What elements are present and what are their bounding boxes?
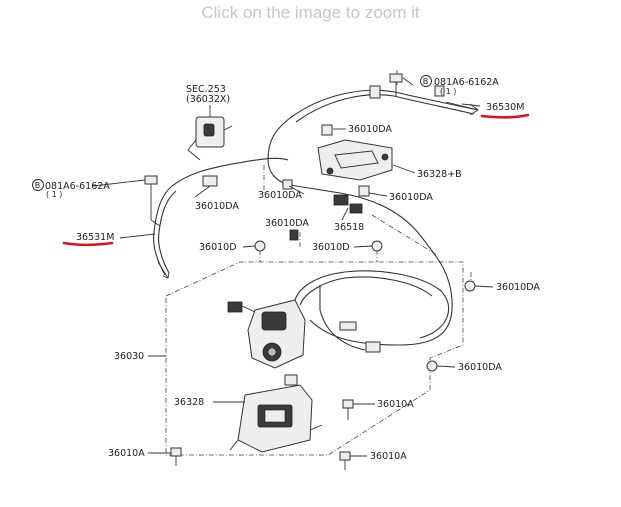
cable-36530m-sheath <box>295 94 475 123</box>
clip-upper-4[interactable] <box>202 175 218 187</box>
label-clip-center: 36010DA <box>265 218 309 229</box>
label-plate-36328b: 36328+B <box>417 169 462 180</box>
clip-upper-2[interactable] <box>282 179 293 190</box>
clip-center-dark[interactable] <box>289 229 299 241</box>
lower-cable-exit <box>319 285 366 351</box>
cable-36531m-end <box>157 261 170 279</box>
label-bolt-top-qty: ( 1 ) <box>440 87 456 96</box>
clip-upper-3[interactable] <box>358 185 370 197</box>
label-clip-right: 36010DA <box>496 282 540 293</box>
label-clip-mid: 36010DA <box>258 190 302 201</box>
label-clip-right2: 36010DA <box>458 362 502 373</box>
cable-36531m <box>153 157 289 276</box>
svg-text:B: B <box>423 77 429 86</box>
nut-right-bottom[interactable] <box>426 360 438 372</box>
nut-right-top[interactable] <box>464 280 476 292</box>
highlight-underline-36531m <box>62 241 114 247</box>
clip-upper-1[interactable] <box>321 124 333 136</box>
label-part-36518: 36518 <box>334 222 364 233</box>
highlight-underline-36530m <box>480 113 530 119</box>
bolt-symbol-left: B <box>32 179 44 191</box>
label-bolt-left-qty: ( 1 ) <box>46 190 62 199</box>
bolt-symbol-top: B <box>420 75 432 87</box>
bolt-left[interactable] <box>144 175 161 227</box>
cable-36531m-sheath <box>158 190 177 274</box>
nut-left[interactable] <box>254 240 266 252</box>
cable-36530m-end <box>445 101 479 116</box>
zoom-hint: Click on the image to zoom it <box>201 3 420 22</box>
label-cable-36531m: 36531M <box>76 232 114 243</box>
inline-clip[interactable] <box>339 321 381 353</box>
clip-top-right[interactable] <box>369 85 445 99</box>
lower-cable-loop <box>294 270 450 339</box>
assembly-boundary <box>165 261 464 456</box>
actuator-36030[interactable] <box>227 299 306 386</box>
label-nut-left: 36010D <box>199 242 237 253</box>
bolt-top-right[interactable] <box>389 73 403 96</box>
lower-cable-loop-2 <box>299 276 433 306</box>
label-clip-top: 36010DA <box>348 124 392 135</box>
label-bolt-a-right: 36010A <box>377 399 414 410</box>
label-plate-36328: 36328 <box>174 397 204 408</box>
part-36518-clamp[interactable] <box>333 194 363 214</box>
label-assembly-36030: 36030 <box>114 351 144 362</box>
label-bolt-a-left: 36010A <box>108 448 145 459</box>
label-bolt-left: 081A6-6162A <box>45 181 110 192</box>
plate-36328[interactable] <box>229 384 323 453</box>
plate-36328b[interactable] <box>317 139 393 181</box>
label-cable-36530m: 36530M <box>486 102 524 113</box>
label-nut-center: 36010D <box>312 242 350 253</box>
svg-text:B: B <box>35 181 41 190</box>
bolt-lower-right[interactable] <box>342 399 354 420</box>
label-bolt-top: 081A6-6162A <box>434 77 499 88</box>
sec253-bracket[interactable] <box>187 105 233 161</box>
label-sec253-sub: (36032X) <box>186 94 230 105</box>
label-clip-left: 36010DA <box>195 201 239 212</box>
label-bolt-a-bottom: 36010A <box>370 451 407 462</box>
bolt-lower-left[interactable] <box>170 447 182 466</box>
label-clip-mid2: 36010DA <box>389 192 433 203</box>
bolt-lower-bottom[interactable] <box>339 451 351 470</box>
leader-lines <box>92 77 494 457</box>
label-sec253: SEC.253 <box>186 84 226 95</box>
nut-center[interactable] <box>371 240 383 252</box>
